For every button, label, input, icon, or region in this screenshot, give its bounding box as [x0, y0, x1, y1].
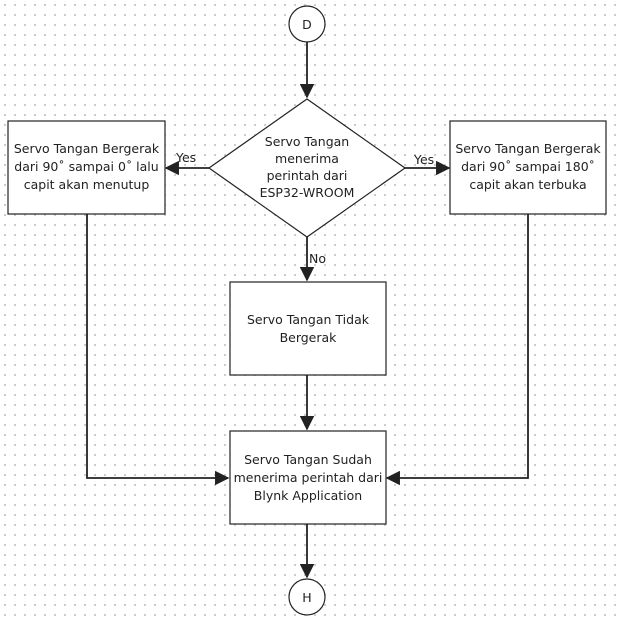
process-box-right: Servo Tangan Bergerak dari 90˚ sampai 18…: [449, 120, 607, 215]
decision-text-line-3: perintah dari: [267, 168, 348, 183]
left-box-line-1: Servo Tangan Bergerak: [14, 141, 160, 156]
decision-text-line-1: Servo Tangan: [265, 134, 349, 149]
edge-label-yes-left: Yes: [175, 150, 196, 165]
decision-text-line-2: menerima: [275, 151, 339, 166]
middle-box-line-2: Bergerak: [280, 330, 338, 345]
decision-node: Servo Tangan menerima perintah dari ESP3…: [207, 98, 407, 238]
start-connector: D: [288, 5, 326, 43]
bottom-box-line-1: Servo Tangan Sudah: [244, 452, 372, 467]
start-connector-label: D: [302, 17, 312, 32]
process-box-left: Servo Tangan Bergerak dari 90˚ sampai 0˚…: [7, 120, 166, 215]
middle-box-line-1: Servo Tangan Tidak: [247, 312, 370, 327]
right-box-line-3: capit akan terbuka: [469, 177, 586, 192]
left-box-line-2: dari 90˚ sampai 0˚ lalu: [14, 159, 158, 174]
bottom-box-line-3: Blynk Application: [254, 488, 362, 503]
end-connector-label: H: [302, 590, 311, 605]
process-box-middle: Servo Tangan Tidak Bergerak: [229, 281, 387, 376]
right-box-line-1: Servo Tangan Bergerak: [455, 141, 601, 156]
right-box-line-2: dari 90˚ sampai 180˚: [461, 159, 595, 174]
process-box-bottom: Servo Tangan Sudah menerima perintah dar…: [229, 430, 387, 525]
end-connector: H: [288, 578, 326, 616]
left-box-line-3: capit akan menutup: [24, 177, 150, 192]
edge-left-box-to-bottom-box: [86, 214, 230, 486]
edge-label-no: No: [309, 251, 326, 266]
edge-right-box-to-bottom-box: [385, 214, 529, 486]
edge-label-yes-right: Yes: [413, 152, 434, 167]
bottom-box-line-2: menerima perintah dari: [234, 470, 383, 485]
decision-text-line-4: ESP32-WROOM: [260, 185, 355, 200]
